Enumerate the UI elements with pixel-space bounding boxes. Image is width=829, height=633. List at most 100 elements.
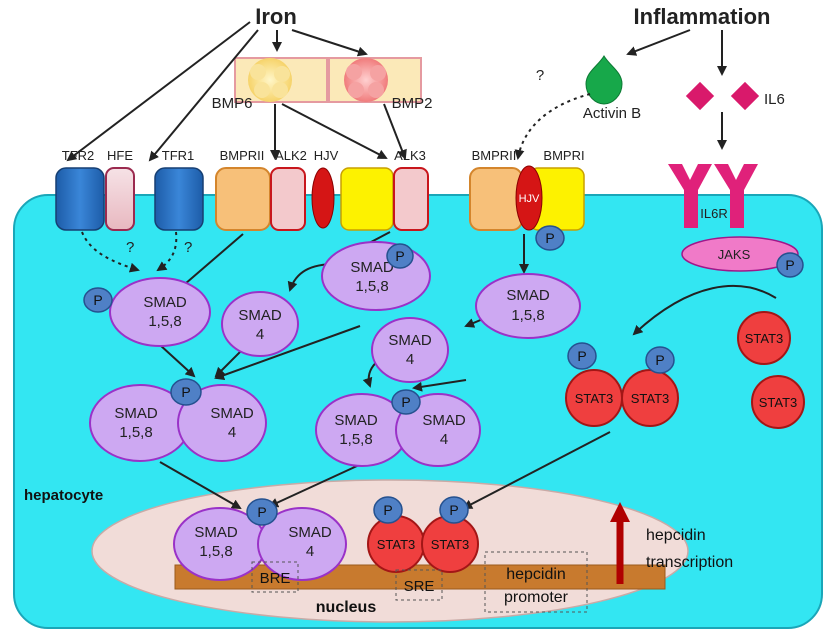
alk2-receptor: [270, 167, 306, 231]
question-hfe: ?: [126, 239, 134, 256]
hfe-receptor: [105, 167, 135, 231]
bmp2-ligand: [344, 58, 388, 102]
phospho-jaks: P: [776, 252, 804, 278]
svg-text:SMAD: SMAD: [194, 524, 238, 541]
il6r-receptor: [668, 164, 712, 228]
svg-text:1,5,8: 1,5,8: [148, 313, 181, 330]
jaks-label: JAKS: [718, 247, 751, 262]
svg-text:P: P: [93, 292, 102, 308]
smad-complex-center: SMAD 1,5,8 SMAD 4 P: [315, 389, 481, 467]
svg-text:SMAD: SMAD: [388, 332, 432, 349]
tfr1-label: TFR1: [162, 148, 195, 163]
svg-text:STAT3: STAT3: [377, 537, 416, 552]
svg-text:P: P: [449, 502, 458, 518]
sre-label: SRE: [404, 578, 435, 595]
svg-text:STAT3: STAT3: [575, 391, 614, 406]
alk3-yellow-block: [340, 167, 394, 231]
tfr2-receptor: [55, 167, 105, 231]
smad158-center: SMAD 1,5,8: [321, 241, 431, 311]
hjv-2-label: HJV: [519, 193, 540, 205]
smad4-left: SMAD 4: [221, 291, 299, 357]
hjv-label: HJV: [314, 148, 339, 163]
svg-text:SMAD: SMAD: [506, 287, 550, 304]
il6r-label: IL6R: [700, 206, 727, 221]
iron-title: Iron: [255, 4, 297, 29]
bmprii-label: BMPRII: [220, 148, 265, 163]
smad4-center: SMAD 4: [371, 317, 449, 383]
svg-text:P: P: [655, 352, 664, 368]
il6r-receptor-b: [714, 164, 758, 228]
promoter-line2: promoter: [504, 589, 569, 606]
svg-text:P: P: [383, 502, 392, 518]
alk3-receptor: [393, 167, 429, 231]
dna-strand: [174, 564, 666, 590]
bmprii-2-label: BMPRII: [472, 148, 517, 163]
smad-complex-nucleus: SMAD 1,5,8 SMAD 4 P: [173, 498, 347, 581]
activin-b-icon: [585, 55, 623, 105]
svg-text:STAT3: STAT3: [745, 331, 784, 346]
transcription-line1: hepcidin: [646, 527, 706, 544]
svg-text:4: 4: [440, 431, 448, 448]
smad158-right: SMAD 1,5,8: [475, 273, 581, 339]
alk2-label: ALK2: [275, 148, 307, 163]
signal-arrows: [159, 231, 777, 509]
tfr2-label: TFR2: [62, 148, 95, 163]
sre-box: [395, 569, 443, 601]
stat3-free-lower: STAT3: [751, 375, 805, 429]
svg-text:SMAD: SMAD: [288, 524, 332, 541]
phospho-smad-center: P: [386, 243, 414, 269]
svg-text:1,5,8: 1,5,8: [355, 278, 388, 295]
stat3-dimer-nucleus: STAT3 STAT3 P P: [367, 496, 479, 573]
bmpri-label: BMPRI: [543, 148, 584, 163]
smad-complex-left: SMAD 1,5,8 SMAD 4 P: [89, 378, 267, 462]
il6-icon-a: [685, 81, 715, 111]
svg-text:4: 4: [256, 326, 264, 343]
svg-text:1,5,8: 1,5,8: [339, 431, 372, 448]
svg-text:STAT3: STAT3: [631, 391, 670, 406]
activin-b-label: Activin B: [583, 105, 641, 122]
promoter-line1: hepcidin: [506, 566, 566, 583]
alk3-label: ALK3: [394, 148, 426, 163]
svg-text:P: P: [401, 394, 410, 410]
hepatocyte-label: hepatocyte: [24, 487, 103, 504]
nucleus-label: nucleus: [316, 599, 377, 616]
inflammation-title: Inflammation: [634, 4, 771, 29]
bmp6-ligand: [248, 58, 292, 102]
promoter-box: [484, 551, 588, 613]
smad158-left: SMAD 1,5,8: [109, 277, 211, 347]
bre-box: [251, 561, 299, 593]
svg-text:P: P: [545, 230, 554, 246]
bmp6-label: BMP6: [212, 95, 253, 112]
stat3-free-upper: STAT3: [737, 311, 791, 365]
svg-text:4: 4: [306, 543, 314, 560]
svg-text:SMAD: SMAD: [350, 259, 394, 276]
svg-text:P: P: [577, 348, 586, 364]
svg-text:SMAD: SMAD: [210, 405, 254, 422]
svg-text:STAT3: STAT3: [759, 395, 798, 410]
bmprii-2-receptor: [469, 167, 523, 231]
phospho-hjv: P: [535, 225, 565, 251]
bmprii-receptor: [215, 167, 271, 231]
il6-label: IL6: [764, 91, 785, 108]
hjv-2-receptor: [515, 165, 543, 231]
stat3-dimer-cytoplasm: STAT3 STAT3 P P: [565, 342, 679, 427]
svg-text:P: P: [257, 504, 266, 520]
tfr1-receptor: [154, 167, 204, 231]
question-tfr1: ?: [184, 239, 192, 256]
il6-icon-b: [730, 81, 760, 111]
bmp2-label: BMP2: [392, 95, 433, 112]
hjv-receptor: [311, 167, 335, 229]
activin-question: ?: [536, 67, 544, 84]
phospho-smad-left: P: [83, 287, 113, 313]
svg-text:4: 4: [406, 351, 414, 368]
svg-text:P: P: [785, 257, 794, 273]
bre-label: BRE: [260, 570, 291, 587]
svg-text:SMAD: SMAD: [238, 307, 282, 324]
svg-text:1,5,8: 1,5,8: [511, 307, 544, 324]
svg-text:P: P: [395, 248, 404, 264]
svg-text:1,5,8: 1,5,8: [119, 424, 152, 441]
svg-text:SMAD: SMAD: [143, 294, 187, 311]
svg-text:STAT3: STAT3: [431, 537, 470, 552]
jaks: [681, 236, 799, 272]
hfe-label: HFE: [107, 148, 133, 163]
